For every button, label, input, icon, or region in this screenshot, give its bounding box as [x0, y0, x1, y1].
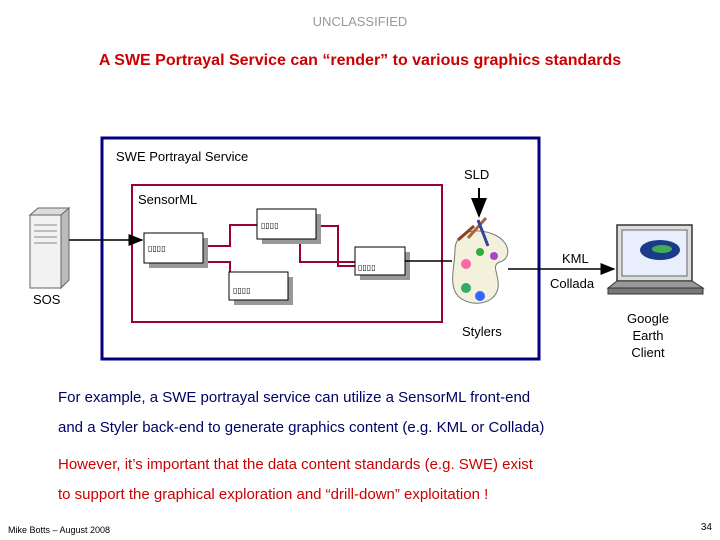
sensorml-label: SensorML — [138, 192, 197, 207]
client-label-2: Earth — [632, 328, 663, 343]
body-text-line-2: and a Styler back-end to generate graphi… — [58, 419, 545, 436]
page-number: 34 — [700, 522, 712, 533]
body-text-line-3: However, it’s important that the data co… — [58, 456, 533, 473]
sos-label: SOS — [33, 292, 61, 307]
slide-title: A SWE Portrayal Service can “render” to … — [98, 52, 622, 69]
collada-label: Collada — [550, 276, 595, 291]
client-label-1: Google — [627, 311, 669, 326]
sensorml-box — [131, 184, 443, 323]
process-label-4: ▯▯▯▯ — [233, 286, 251, 295]
portrayal-service-box — [100, 136, 541, 361]
process-label-2: ▯▯▯▯ — [261, 221, 279, 230]
service-label: SWE Portrayal Service — [116, 149, 248, 164]
classification-banner: UNCLASSIFIED — [312, 14, 408, 29]
process-label-3: ▯▯▯▯ — [358, 263, 376, 272]
client-label-3: Client — [631, 345, 665, 360]
process-block-4 — [228, 271, 293, 305]
stylers-label: Stylers — [462, 324, 502, 339]
process-label-1: ▯▯▯▯ — [148, 244, 166, 253]
footer-author: Mike Botts – August 2008 — [8, 525, 111, 535]
sld-label: SLD — [464, 167, 489, 182]
body-text-line-4: to support the graphical exploration and… — [58, 486, 489, 503]
kml-label: KML — [562, 251, 589, 266]
palette-icon — [452, 216, 509, 304]
process-block-3 — [354, 246, 410, 280]
process-block-1 — [143, 232, 208, 268]
process-block-2 — [256, 208, 321, 244]
body-text-line-1: For example, a SWE portrayal service can… — [58, 389, 531, 406]
server-icon — [28, 206, 71, 290]
laptop-icon — [606, 224, 705, 295]
